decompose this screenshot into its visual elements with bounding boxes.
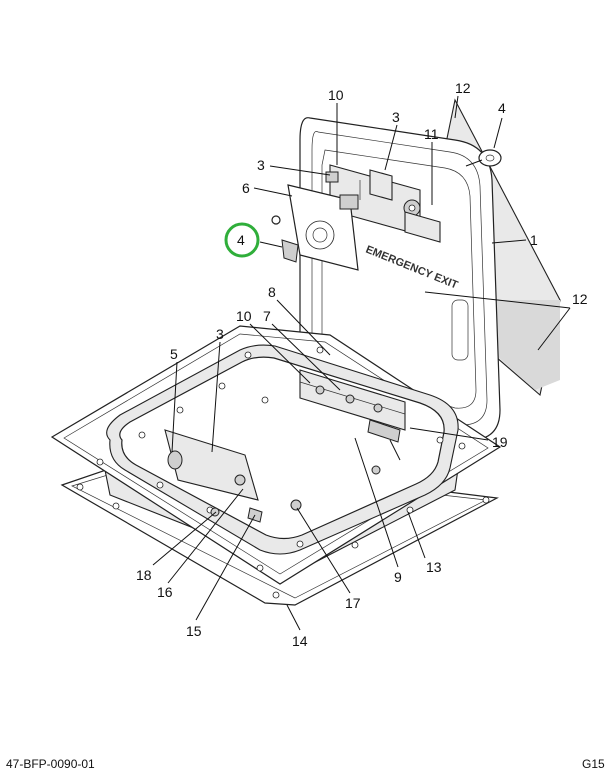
handle-knob-part	[271, 215, 299, 263]
callout-7: 7	[263, 308, 271, 324]
callout-8: 8	[268, 284, 276, 300]
callout-19: 19	[492, 434, 508, 450]
highlight-circle	[224, 222, 260, 258]
knob-washer-part	[465, 149, 502, 167]
callout-15: 15	[186, 623, 202, 639]
frame-hinge-assembly	[299, 369, 406, 461]
leader-lines	[152, 95, 571, 631]
drawing-id: 47-BFP-0090-01	[6, 757, 95, 771]
callout-13: 13	[426, 559, 442, 575]
callout-12-top: 12	[455, 80, 471, 96]
page-code: G15	[582, 757, 605, 771]
callout-17: 17	[345, 595, 361, 611]
callout-4-right: 4	[498, 100, 506, 116]
callout-14: 14	[292, 633, 308, 649]
callout-16: 16	[157, 584, 173, 600]
callout-11: 11	[424, 126, 439, 142]
latch-mechanism	[287, 164, 441, 271]
callout-3-mid: 3	[216, 326, 224, 342]
callout-6: 6	[242, 180, 250, 196]
callout-5: 5	[170, 346, 178, 362]
callout-4-circled: 4	[237, 232, 245, 248]
callout-12-right: 12	[572, 291, 588, 307]
callout-10-top: 10	[328, 87, 344, 103]
callout-labels: 10 12 3 4 11 3 6 1 4 12 8 10 7 3 5 19 9 …	[136, 80, 588, 649]
callout-18: 18	[136, 567, 152, 583]
callout-9: 9	[394, 569, 402, 585]
callout-10-mid: 10	[236, 308, 252, 324]
callout-3-left: 3	[257, 157, 265, 173]
callout-3-top: 3	[392, 109, 400, 125]
frame-latch-bracket	[164, 429, 381, 523]
callout-1: 1	[530, 232, 538, 248]
